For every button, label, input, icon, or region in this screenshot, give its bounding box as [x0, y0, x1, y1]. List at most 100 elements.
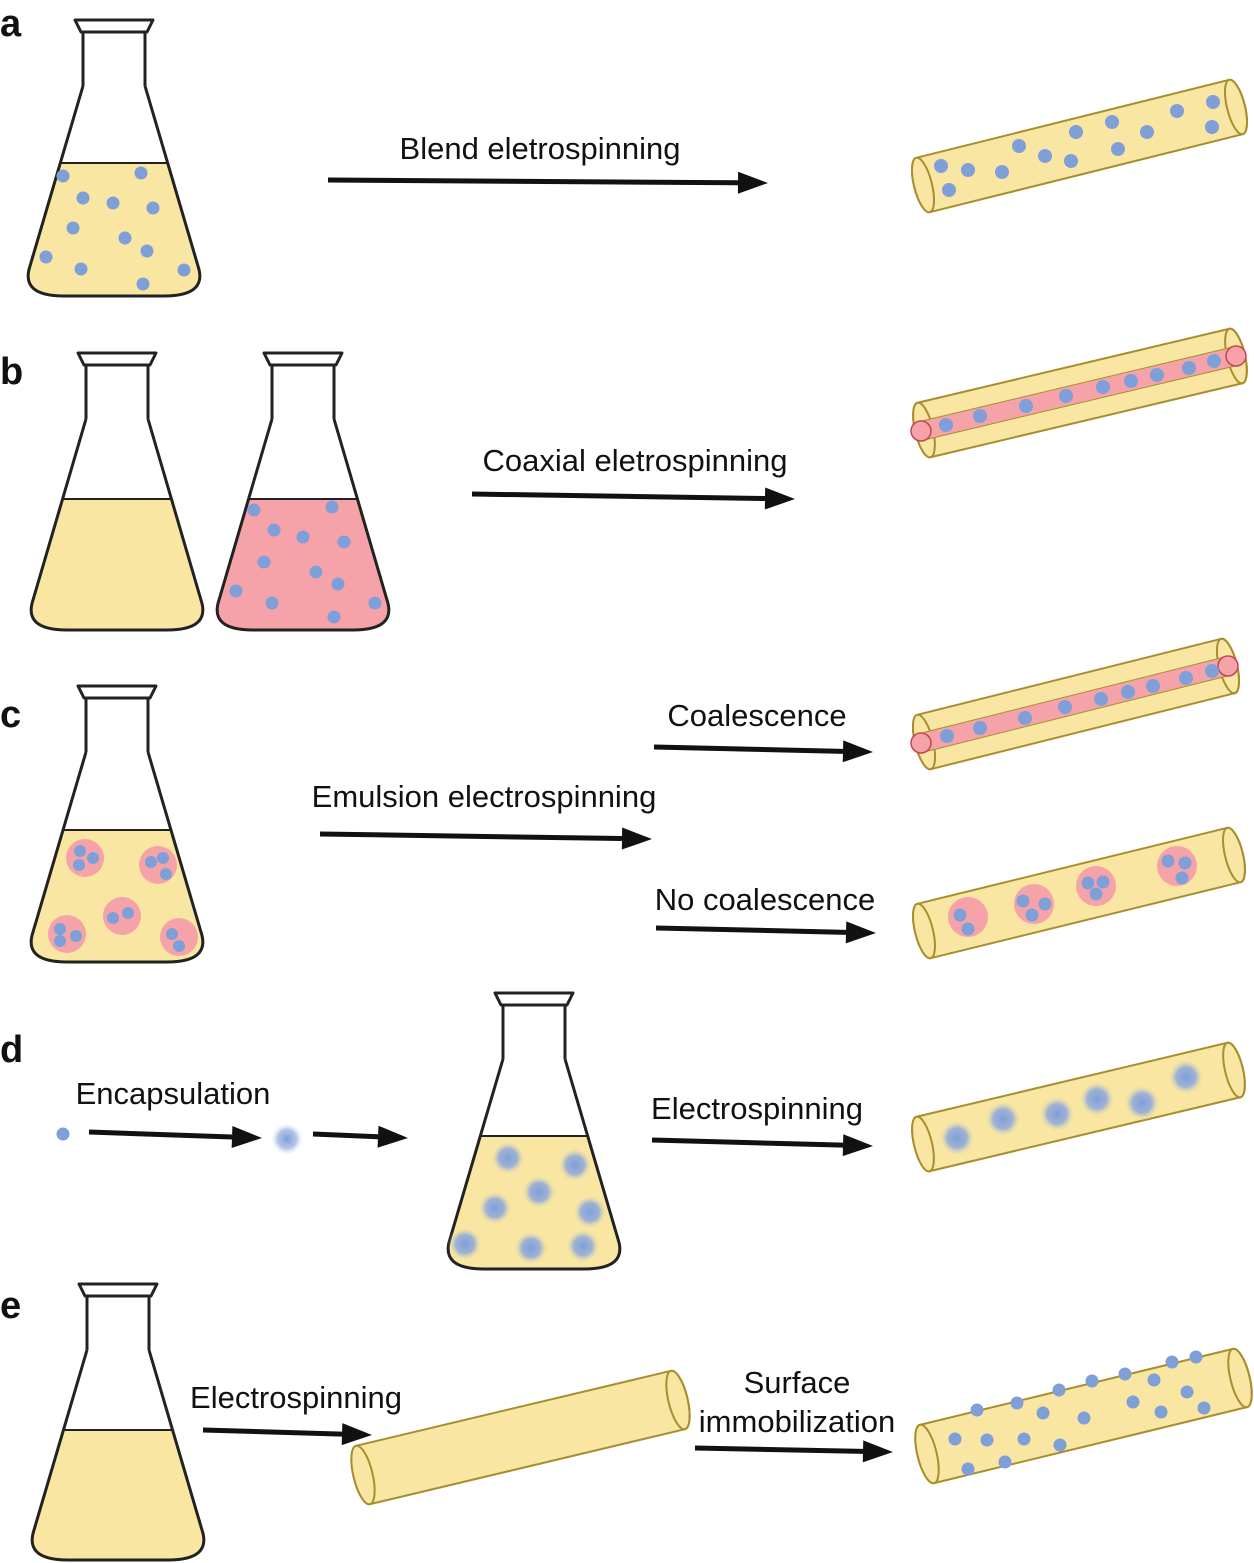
particle-fiber-a-7	[1069, 125, 1083, 139]
arrow-b-head	[764, 487, 795, 510]
arrow-e-immobilization-head	[862, 1440, 893, 1463]
coalescence-label: Coalescence	[667, 698, 846, 733]
immobilized-particle-e-14	[1154, 1405, 1168, 1419]
particle-fiber-a-3	[995, 165, 1009, 179]
capsule-fiber-d-4	[1124, 1085, 1160, 1121]
immobilized-particle-e-5	[1165, 1355, 1179, 1369]
immobilized-particle-e-0	[970, 1403, 984, 1417]
fiber-d-end-left	[911, 1115, 935, 1173]
arrow-d-electrospinning-shaft	[651, 1137, 844, 1148]
particle-droplet-c-8	[54, 935, 66, 947]
fiber-c1-core-fill	[918, 657, 1231, 752]
particle-fiber-b-8	[1207, 354, 1221, 368]
fiber-e-coated-end-right	[1227, 1347, 1253, 1409]
particle-a-3	[134, 166, 148, 180]
particle-fiber-c1-4	[1094, 692, 1108, 706]
particle-fiber-c2-9	[1178, 856, 1192, 870]
droplet-c-4	[160, 918, 198, 956]
encapsulation-label: Encapsulation	[76, 1076, 271, 1111]
arrow-d-encapsulation-shaft	[88, 1129, 233, 1140]
capsule-fiber-d-0	[939, 1120, 975, 1156]
arrow-e-electrospinning-shaft	[202, 1427, 343, 1437]
emulsion-label: Emulsion electrospinning	[312, 779, 657, 814]
particle-fiber-b-3	[1059, 389, 1073, 403]
particle-fiber-c2-1	[961, 922, 975, 936]
particle-fiber-c2-4	[1025, 908, 1039, 922]
particle-fiber-a-6	[1064, 154, 1078, 168]
fiber-a-body	[910, 78, 1248, 214]
flask-c-lip	[76, 684, 158, 700]
capsule-fiber-d-3	[1079, 1081, 1115, 1117]
fiber-a	[910, 78, 1249, 214]
arrow-d-to-flask-head	[377, 1125, 408, 1148]
arrow-e-electrospinning	[202, 1423, 372, 1446]
arrow-c-no-coalescence-shaft	[655, 925, 847, 935]
capsule-d-6	[514, 1231, 548, 1265]
arrow-d-to-flask-shaft	[312, 1131, 379, 1140]
arrow-e-immobilization-shaft	[694, 1445, 864, 1454]
particle-fiber-a-11	[1170, 104, 1184, 118]
flask-a-lip	[73, 18, 155, 34]
particle-a-11	[177, 263, 191, 277]
particle-droplet-c-1	[87, 852, 99, 864]
arrow-e-immobilization	[694, 1440, 893, 1463]
particle-b-5	[257, 555, 271, 569]
particle-a-4	[146, 201, 160, 215]
arrow-e-electrospinning-head	[341, 1423, 372, 1446]
fiber-d-end-right	[1222, 1041, 1246, 1099]
immobilized-particle-e-9	[1017, 1432, 1031, 1446]
particle-fiber-a-9	[1111, 142, 1125, 156]
arrow-a-shaft	[327, 177, 739, 186]
fiber-e-plain	[350, 1369, 691, 1506]
panel-letter-a: a	[0, 3, 22, 45]
particle-fiber-c1-5	[1121, 685, 1135, 699]
particle-fiber-a-10	[1140, 125, 1154, 139]
capsule-d-1	[558, 1148, 592, 1182]
particle-fiber-c1-2	[1018, 711, 1032, 725]
panel-letter-c: c	[0, 694, 21, 736]
particle-fiber-a-13	[1205, 120, 1219, 134]
particle-droplet-c-10	[122, 907, 134, 919]
particle-d-single	[56, 1127, 70, 1141]
drawing-layer	[26, 18, 1253, 1562]
particle-a-5	[66, 221, 80, 235]
particle-droplet-c-3	[145, 856, 157, 868]
particle-fiber-b-4	[1096, 380, 1110, 394]
particle-fiber-b-1	[973, 409, 987, 423]
immobilized-particle-e-18	[961, 1462, 975, 1476]
particle-fiber-a-1	[961, 163, 975, 177]
particle-fiber-c2-8	[1161, 854, 1175, 868]
capsule-fiber-d-2	[1039, 1096, 1075, 1132]
arrow-c-coalescence	[653, 740, 873, 763]
fiber-c1-core-end-left	[910, 732, 932, 754]
immobilized-particle-e-13	[1126, 1395, 1140, 1409]
immobilized-particle-e-4	[1118, 1367, 1132, 1381]
fiber-b-core-end-right	[1225, 345, 1247, 367]
electrospinning-label-e: Electrospinning	[190, 1380, 402, 1415]
particle-fiber-c2-6	[1096, 875, 1110, 889]
particle-b-1	[267, 523, 281, 537]
immobilized-particle-e-8	[980, 1433, 994, 1447]
particle-droplet-c-12	[173, 940, 185, 952]
particle-fiber-b-5	[1124, 374, 1138, 388]
fiber-a-end-left	[910, 156, 936, 214]
particle-a-0	[56, 169, 70, 183]
immobilized-particle-e-17	[1180, 1385, 1194, 1399]
particle-b-11	[368, 596, 382, 610]
immobilized-particle-e-3	[1085, 1374, 1099, 1388]
blend-label: Blend eletrospinning	[400, 131, 681, 166]
particle-fiber-c2-2	[1016, 894, 1030, 908]
arrow-c-main	[319, 827, 652, 850]
arrow-a-head	[737, 171, 768, 194]
particle-fiber-c2-7	[1089, 887, 1103, 901]
encapsulated-particle-d	[270, 1122, 304, 1156]
arrow-d-to-flask	[312, 1125, 408, 1148]
arrow-b	[471, 487, 795, 510]
fiber-e-plain-end-right	[665, 1369, 691, 1431]
particle-b-3	[325, 500, 339, 514]
coaxial-label: Coaxial eletrospinning	[482, 443, 787, 478]
arrow-d-encapsulation	[88, 1125, 262, 1148]
particle-fiber-a-4	[1012, 139, 1026, 153]
immobilized-particle-e-12	[1077, 1411, 1091, 1425]
arrow-c-coalescence-head	[842, 740, 873, 763]
